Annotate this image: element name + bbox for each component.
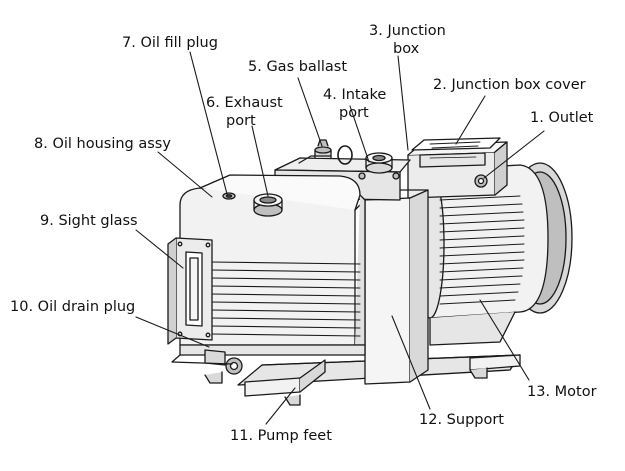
label-motor: 13. Motor [527,384,597,400]
motor-fins [439,195,525,305]
sight-glass-panel [167,237,213,345]
oil-housing [179,174,366,346]
motor-foot [429,311,516,346]
label-gas-ballast: 5. Gas ballast [248,59,348,75]
label-intake-port-line2: port [339,105,369,121]
label-support: 12. Support [419,412,504,428]
label-junction-box-line2: box [393,41,420,57]
label-oil-drain-plug: 10. Oil drain plug [10,299,136,315]
oil-fill-plug [222,192,236,200]
motor-body [415,162,573,319]
label-outlet: 1. Outlet [530,110,594,126]
leader-lines [135,51,545,425]
label-sight-glass: 9. Sight glass [40,213,138,229]
exhaust-port [253,193,283,217]
junction-box [407,137,508,199]
housing-base [179,344,366,356]
label-intake-port-line1: 4. Intake [323,87,387,103]
intake-port [358,152,400,180]
label-oil-housing-assy: 8. Oil housing assy [34,136,171,152]
label-exhaust-port-line1: 6. Exhaust [206,95,283,111]
oil-drain-plug [171,349,243,375]
label-pump-feet: 11. Pump feet [230,428,332,444]
label-oil-fill-plug: 7. Oil fill plug [122,35,218,51]
label-junction-box-line1: 3. Junction [369,23,446,39]
pump-feet-frame [204,354,521,406]
housing-fins [209,261,361,337]
label-exhaust-port-line2: port [226,113,256,129]
support-plate [364,189,429,385]
label-junction-box-cover: 2. Junction box cover [433,77,586,93]
